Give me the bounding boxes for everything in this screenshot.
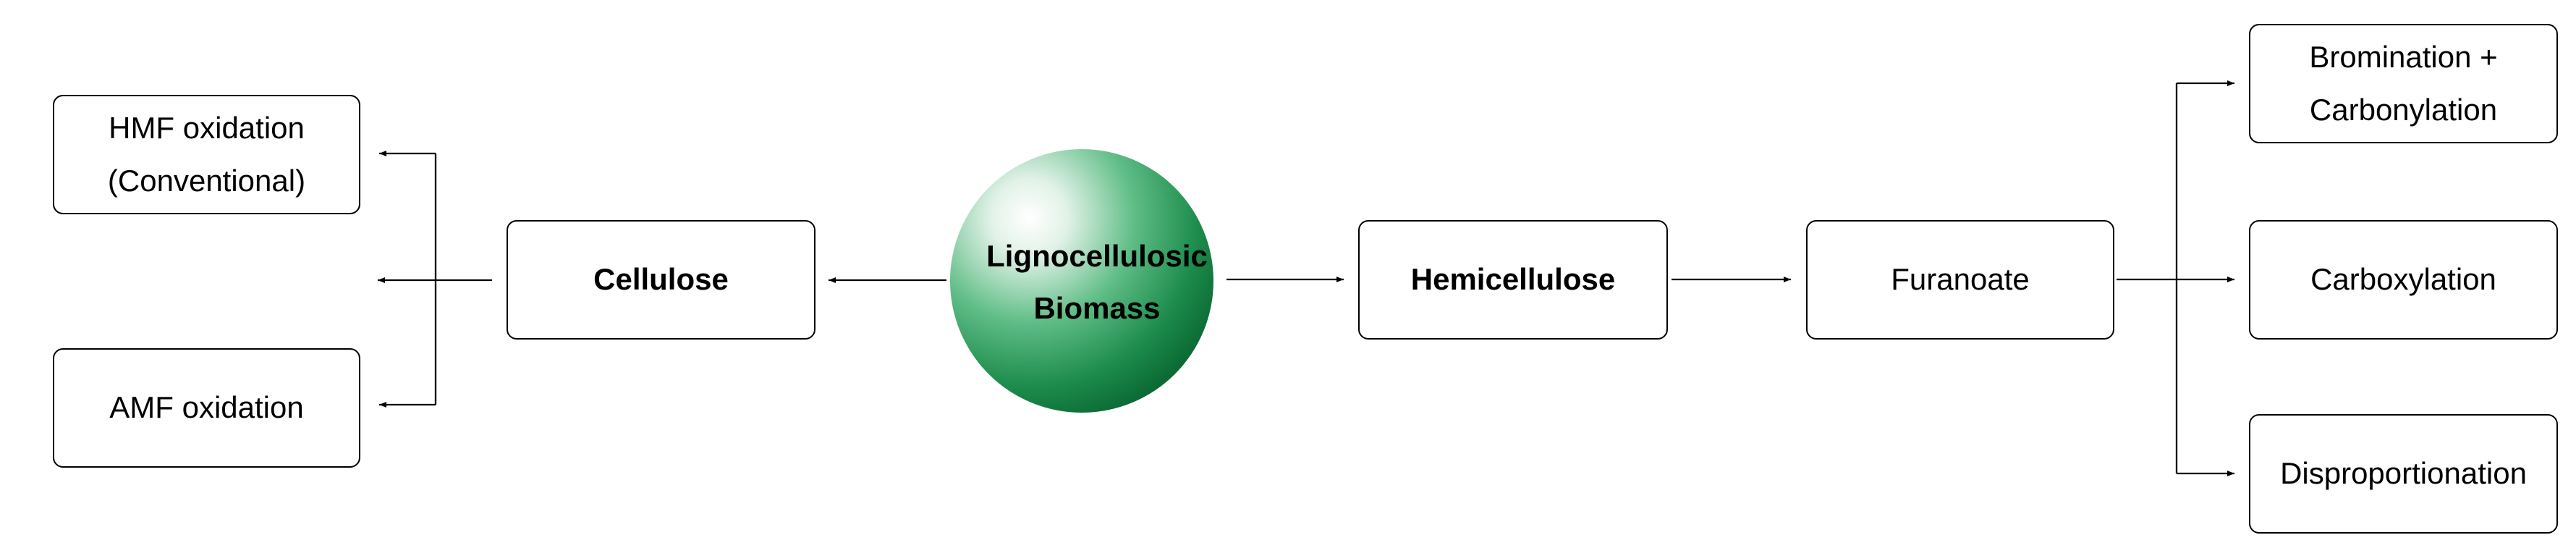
cellulose-box: Cellulose: [507, 220, 815, 340]
carboxylation-box: Carboxylation: [2249, 220, 2558, 340]
disproportionation-box: Disproportionation: [2249, 414, 2558, 534]
hmf-oxidation-line2: (Conventional): [107, 163, 306, 198]
biomass-label-line1: Lignocellulosic: [986, 239, 1208, 273]
biomass-sphere: [950, 149, 1213, 413]
furanoate-box: Furanoate: [1806, 220, 2114, 340]
amf-oxidation-label: AMF oxidation: [109, 390, 304, 425]
biomass-label: Lignocellulosic Biomass: [952, 230, 1242, 334]
bromination-carbonylation-line2: Carbonylation: [2309, 92, 2498, 127]
carboxylation-label: Carboxylation: [2310, 262, 2496, 297]
hemicellulose-label: Hemicellulose: [1410, 262, 1616, 297]
cellulose-label: Cellulose: [593, 262, 729, 297]
disproportionation-label: Disproportionation: [2280, 456, 2527, 491]
hmf-oxidation-line1: HMF oxidation: [109, 111, 305, 146]
amf-oxidation-box: AMF oxidation: [53, 348, 360, 468]
biomass-label-line2: Biomass: [1033, 291, 1161, 326]
hmf-oxidation-box: HMF oxidation (Conventional): [53, 95, 360, 214]
furanoate-label: Furanoate: [1891, 262, 2030, 297]
hemicellulose-box: Hemicellulose: [1358, 220, 1668, 340]
bromination-carbonylation-line1: Bromination +: [2309, 40, 2498, 75]
bromination-carbonylation-box: Bromination + Carbonylation: [2249, 24, 2558, 143]
